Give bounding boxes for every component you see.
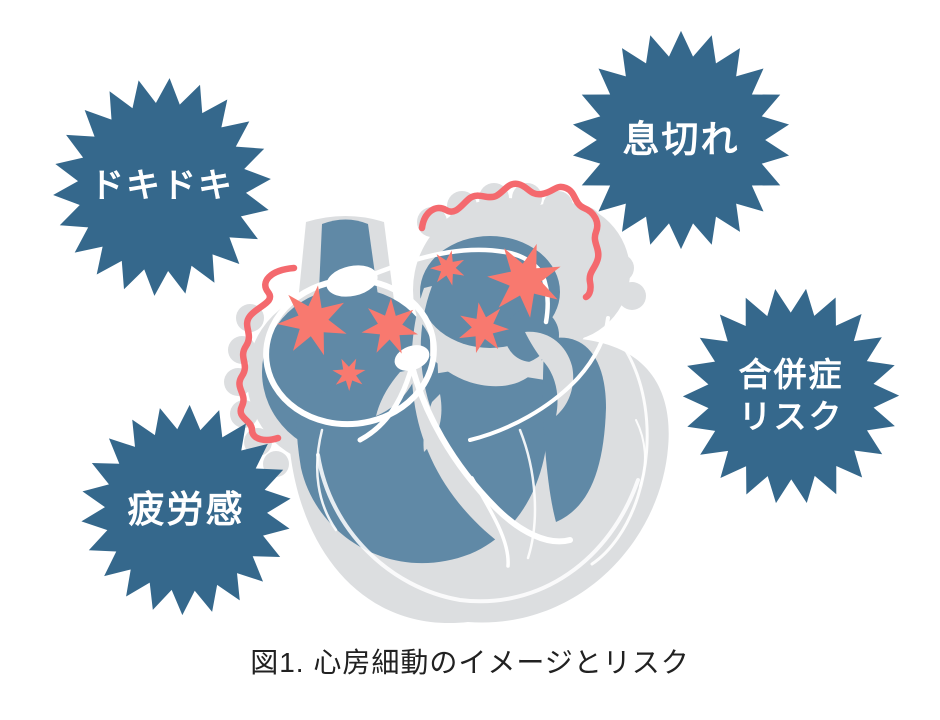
symptom-burst-fatigue: 疲労感 (79, 403, 293, 617)
burst-label: 息切れ (622, 119, 740, 161)
burst-label: 合併症 リスク (681, 286, 901, 506)
burst-label-line1: 合併症 (738, 355, 844, 393)
risk-burst-complication: 合併症 リスク (681, 286, 901, 506)
fibrillation-spark-icon (487, 243, 561, 318)
starburst-badge-icon (81, 404, 291, 616)
fibrillation-spark-icon (459, 302, 509, 353)
figure-caption: 図1. 心房細動のイメージとリスク (250, 647, 690, 678)
starburst-badge-icon (682, 288, 900, 504)
starburst-badge-icon (53, 78, 271, 296)
conduction-system (263, 247, 649, 604)
tremor-squiggle-icon (236, 264, 298, 444)
symptom-burst-breathlessness: 息切れ (570, 29, 792, 251)
burst-label: 疲労感 (127, 489, 245, 531)
tremor-squiggles (236, 180, 602, 444)
symptom-burst-palpitations: ドキドキ (51, 76, 273, 298)
burst-label: ドキドキ (90, 167, 234, 206)
fibrillation-sparks (277, 243, 561, 391)
fibrillation-spark-icon (361, 298, 418, 354)
starburst-badge-icon (572, 30, 790, 250)
fibrillation-spark-icon (277, 285, 347, 356)
tremor-squiggle-icon (418, 180, 602, 301)
fibrillation-spark-icon (332, 358, 366, 391)
burst-label-line2: リスク (738, 398, 844, 435)
fibrillation-spark-icon (430, 250, 465, 286)
